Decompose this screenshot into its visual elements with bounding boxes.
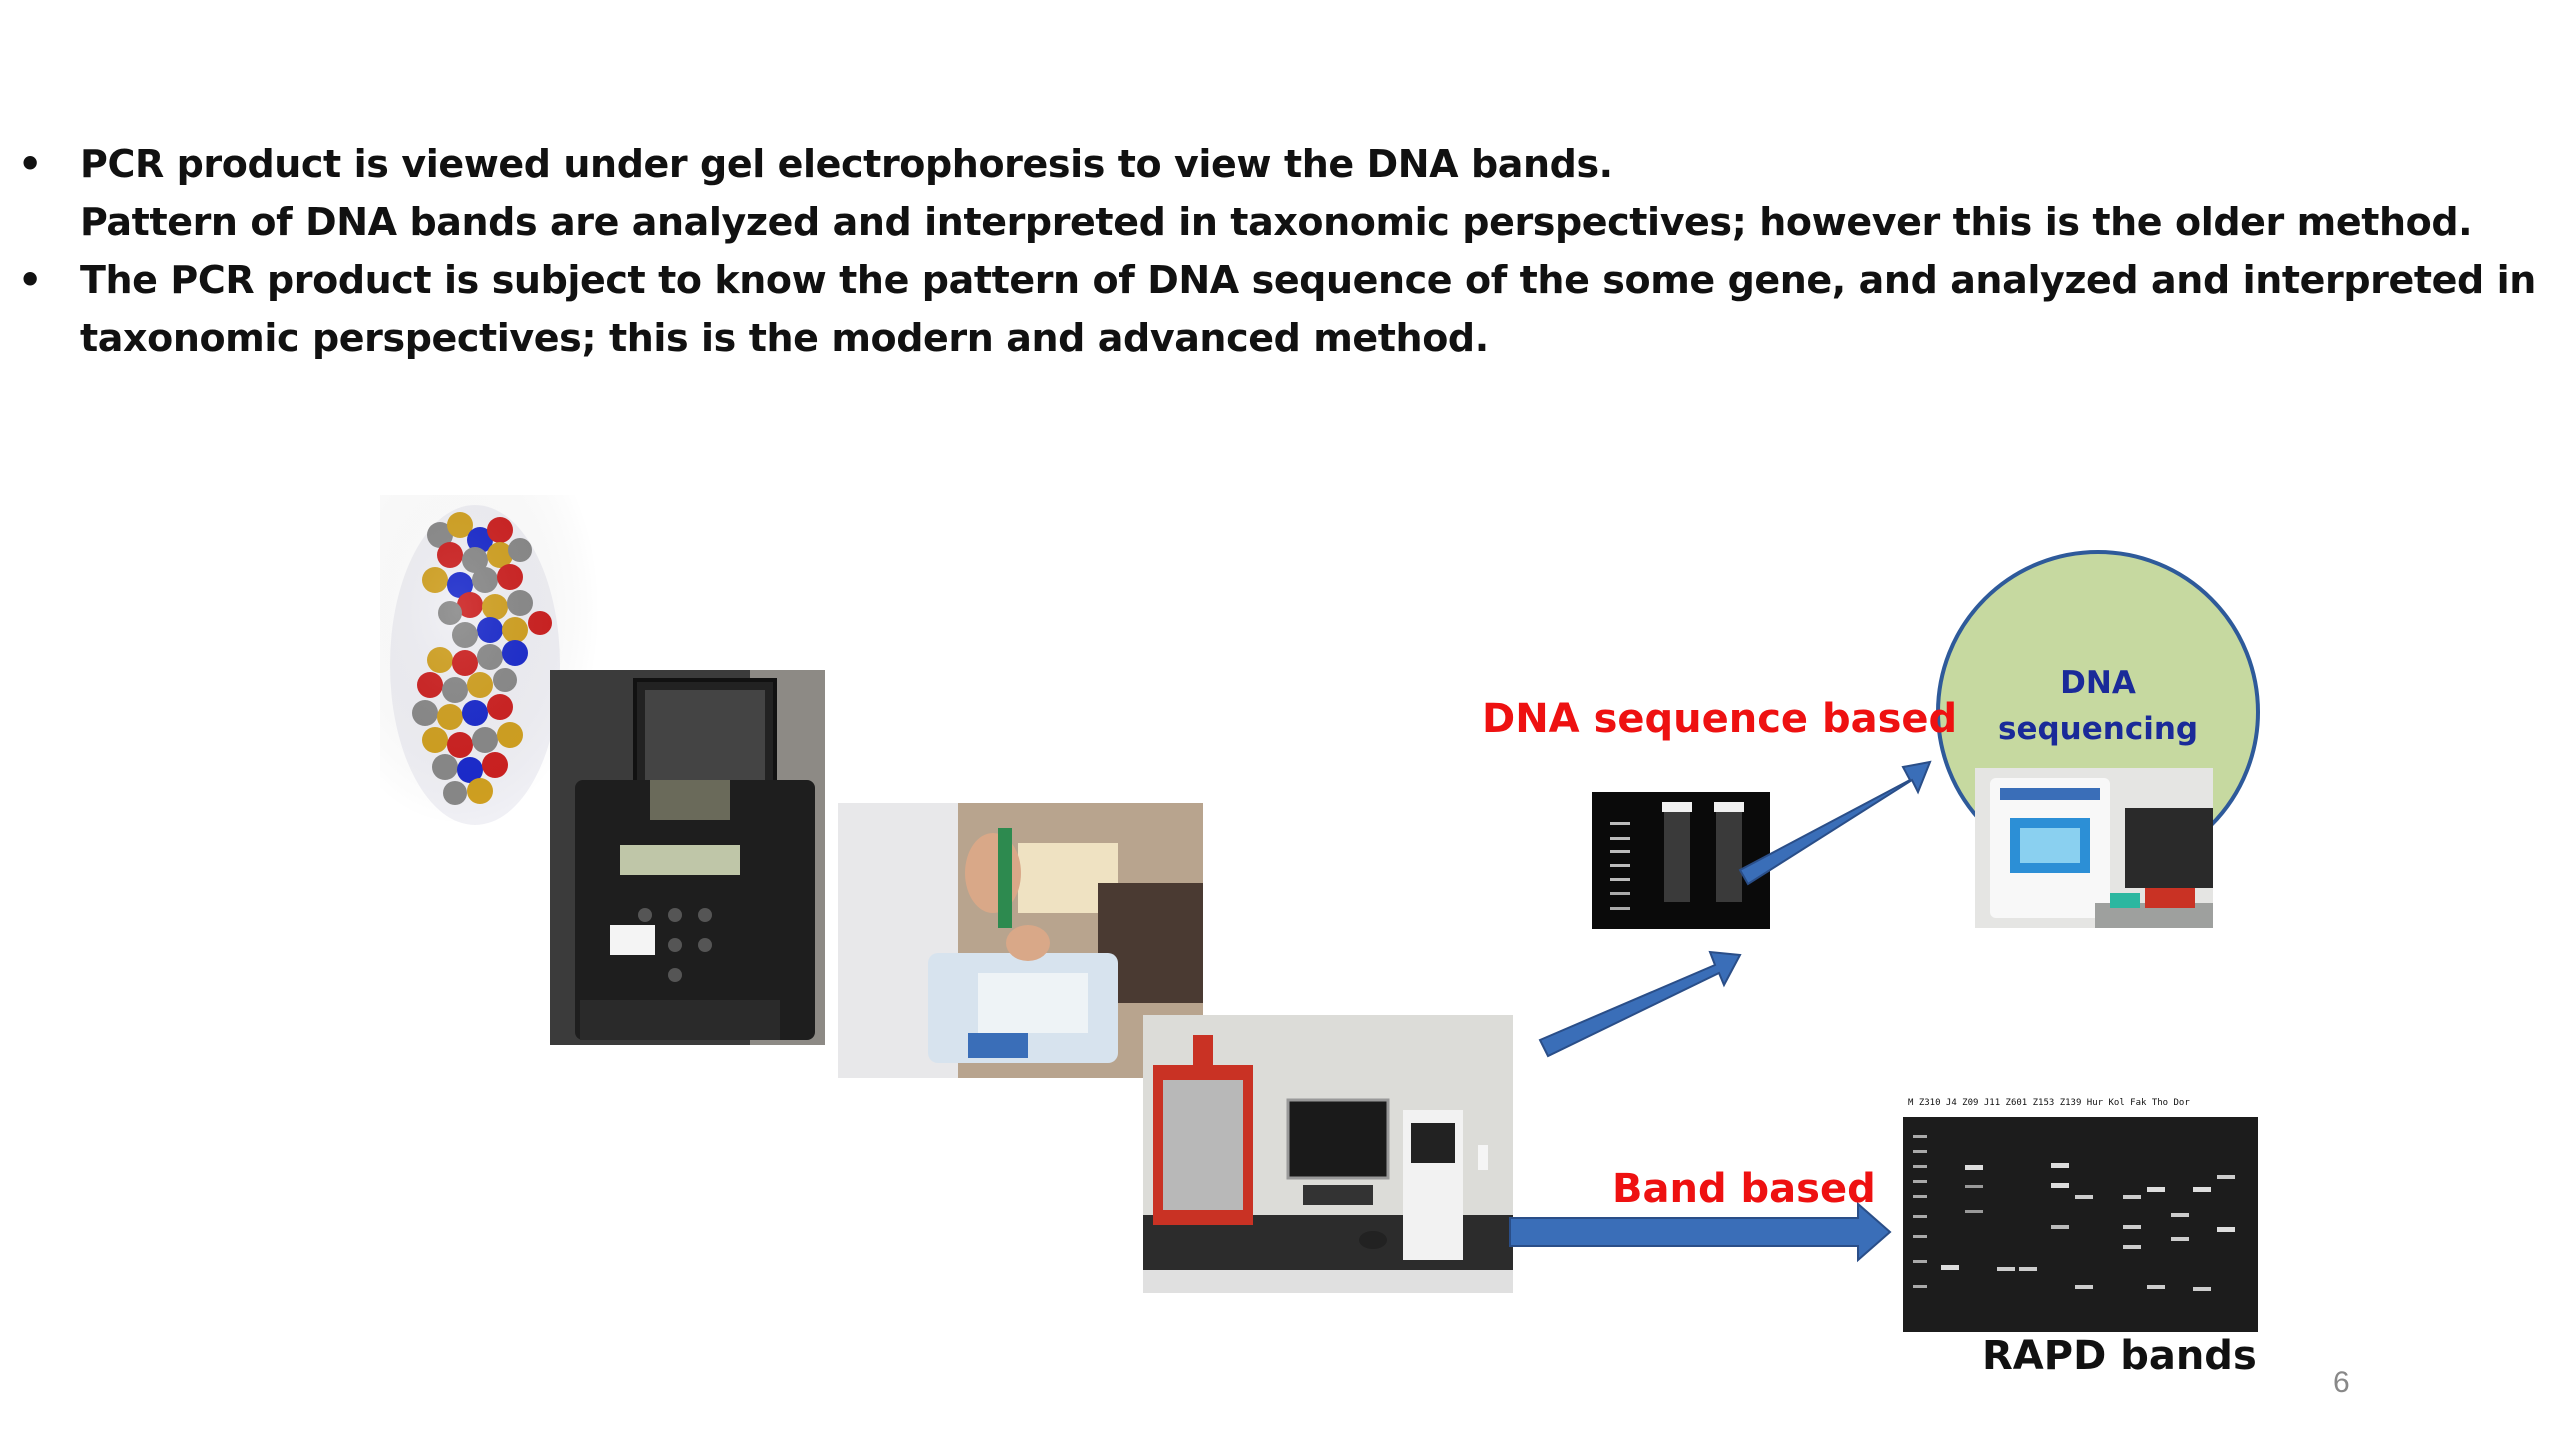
bullet-2-line-2: taxonomic perspectives; this is the mode… — [80, 316, 1489, 360]
page-number: 6 — [2333, 1366, 2350, 1399]
rapd-gel-image — [1903, 1095, 2258, 1332]
gel-lane-headers: M Z310 J4 Z09 J11 Z601 Z153 Z139 Hur Kol… — [1908, 1098, 2190, 1108]
bullet-2-line-1: The PCR product is subject to know the p… — [80, 258, 2536, 302]
pcr-thermocycler-photo — [550, 670, 825, 1045]
bullet-marker: • — [18, 142, 43, 186]
circle-label: DNA sequencing — [1998, 660, 2198, 752]
rapd-bands-label: RAPD bands — [1982, 1333, 2257, 1379]
dna-sequencer-photo — [1975, 768, 2213, 928]
dna-sequence-based-label: DNA sequence based — [1482, 696, 1958, 742]
band-based-label: Band based — [1612, 1166, 1876, 1212]
bullet-1-line-2: Pattern of DNA bands are analyzed and in… — [80, 200, 2473, 244]
arrow-to-sequence-gel — [1538, 950, 1742, 1058]
gel-documentation-photo — [1143, 1015, 1513, 1293]
circle-label-line-2: sequencing — [1998, 711, 2199, 747]
arrow-to-sequencer — [1738, 760, 1932, 886]
bullet-marker: • — [18, 258, 43, 302]
gel-image-small — [1592, 792, 1770, 929]
bullet-1-line-1: PCR product is viewed under gel electrop… — [80, 142, 1613, 186]
arrow-to-rapd-gel — [1509, 1201, 1892, 1263]
circle-label-line-1: DNA — [2060, 665, 2136, 701]
gel-loading-photo — [838, 803, 1203, 1078]
